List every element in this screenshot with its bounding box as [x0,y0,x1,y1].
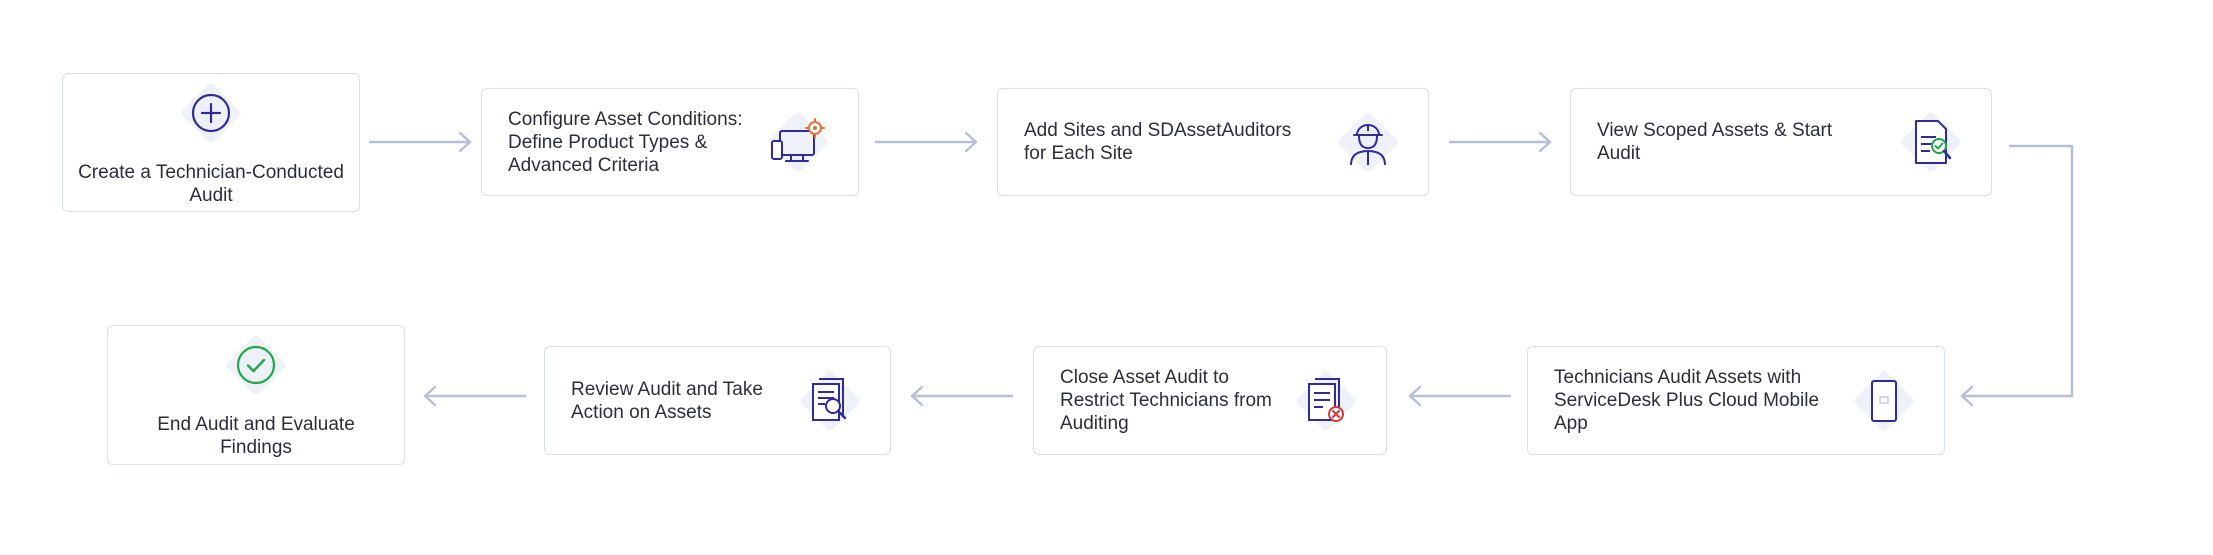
step-label: Add Sites and SDAssetAuditors for Each S… [1024,120,1292,164]
step-configure-asset-conditions: Configure Asset Conditions: Define Produ… [481,88,859,196]
step-label: Close Asset Audit to Restrict Technician… [1060,367,1272,434]
devices-gear-icon [764,108,832,176]
step-add-sites-auditors: Add Sites and SDAssetAuditors for Each S… [997,88,1429,196]
step-label: Create a Technician-Conducted Audit [78,161,344,206]
step-label: End Audit and Evaluate Findings [157,414,355,458]
step-label: View Scoped Assets & Start Audit [1597,120,1833,164]
document-cross-icon [1292,367,1360,435]
step-review-audit: Review Audit and Take Action on Assets [544,346,891,455]
step-view-scoped-assets: View Scoped Assets & Start Audit [1570,88,1992,196]
arrow-step4-to-step5 [1960,144,2074,396]
mobile-phone-icon [1850,367,1918,435]
document-search-icon [796,367,864,435]
step-end-audit: End Audit and Evaluate Findings [107,325,405,465]
step-label: Configure Asset Conditions: Define Produ… [508,108,743,176]
technician-helmet-icon [1334,108,1402,176]
step-technicians-audit-mobile: Technicians Audit Assets with ServiceDes… [1527,346,1945,455]
document-check-icon [1897,108,1965,176]
step-label: Review Audit and Take Action on Assets [571,378,763,423]
plus-circle-icon [177,79,245,147]
step-label: Technicians Audit Assets with ServiceDes… [1554,367,1820,434]
step-close-asset-audit: Close Asset Audit to Restrict Technician… [1033,346,1387,455]
check-circle-icon [222,331,290,399]
step-create-audit: Create a Technician-Conducted Audit [62,73,360,212]
